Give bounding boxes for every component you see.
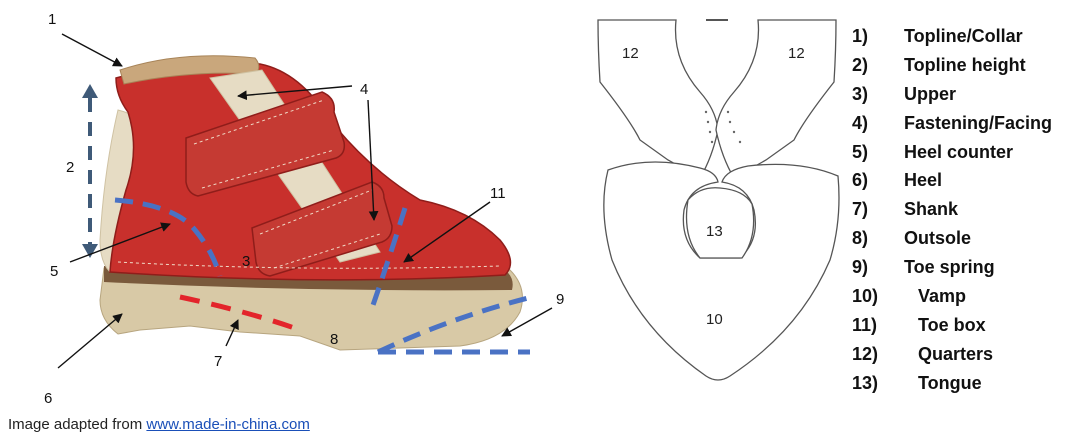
callout-2: 2 — [66, 159, 74, 176]
caption-prefix: Image adapted from — [8, 416, 146, 433]
legend-term: Fastening/Facing — [904, 113, 1052, 134]
legend-number: 5) — [852, 142, 904, 163]
legend-item: 1)Topline/Collar — [852, 22, 1084, 51]
legend-number: 4) — [852, 113, 904, 134]
source-link[interactable]: www.made-in-china.com — [146, 416, 309, 433]
image-credit-caption: Image adapted from www.made-in-china.com — [8, 416, 310, 433]
legend-item: 5)Heel counter — [852, 138, 1084, 167]
label-vamp: 10 — [706, 311, 723, 328]
legend-number: 8) — [852, 228, 904, 249]
legend-item: 3)Upper — [852, 80, 1084, 109]
legend-term: Vamp — [918, 286, 966, 307]
legend-term: Heel — [904, 170, 942, 191]
legend-number: 2) — [852, 55, 904, 76]
legend-number: 3) — [852, 84, 904, 105]
legend-number: 7) — [852, 199, 904, 220]
legend-item: 13)Tongue — [852, 369, 1084, 398]
legend-term: Topline/Collar — [904, 26, 1023, 47]
quarter-right-piece — [716, 20, 836, 178]
legend-item: 8)Outsole — [852, 224, 1084, 253]
legend-item: 6)Heel — [852, 166, 1084, 195]
label-tongue: 13 — [706, 223, 723, 240]
legend-number: 13) — [852, 373, 918, 394]
label-quarters-right: 12 — [788, 45, 805, 62]
legend-number: 6) — [852, 170, 904, 191]
label-quarters-left: 12 — [622, 45, 639, 62]
callout-8: 8 — [330, 331, 338, 348]
callout-6: 6 — [44, 390, 52, 407]
legend-item: 12)Quarters — [852, 340, 1084, 369]
legend-term: Outsole — [904, 228, 971, 249]
shoe-illustration — [82, 56, 530, 352]
legend-number: 1) — [852, 26, 904, 47]
legend-term: Toe box — [918, 315, 986, 336]
legend-term: Toe spring — [904, 257, 995, 278]
callout-5: 5 — [50, 263, 58, 280]
legend-term: Tongue — [918, 373, 982, 394]
legend-number: 11) — [852, 315, 918, 336]
legend-item: 9)Toe spring — [852, 253, 1084, 282]
legend-item: 2)Topline height — [852, 51, 1084, 80]
legend-item: 11)Toe box — [852, 311, 1084, 340]
legend-term: Topline height — [904, 55, 1026, 76]
legend-item: 10)Vamp — [852, 282, 1084, 311]
callout-1: 1 — [48, 11, 56, 28]
quarter-left-piece — [598, 20, 718, 178]
parts-legend: 1)Topline/Collar 2)Topline height 3)Uppe… — [852, 22, 1084, 398]
callout-4: 4 — [360, 81, 368, 98]
legend-term: Quarters — [918, 344, 993, 365]
callout-11: 11 — [490, 185, 506, 202]
legend-item: 7)Shank — [852, 195, 1084, 224]
legend-number: 10) — [852, 286, 918, 307]
topline-height-arrow — [82, 84, 98, 258]
legend-number: 9) — [852, 257, 904, 278]
callout-9: 9 — [556, 291, 564, 308]
legend-term: Upper — [904, 84, 956, 105]
callout-3: 3 — [242, 253, 250, 270]
legend-term: Shank — [904, 199, 958, 220]
legend-term: Heel counter — [904, 142, 1013, 163]
legend-number: 12) — [852, 344, 918, 365]
callout-7: 7 — [214, 353, 222, 370]
legend-item: 4)Fastening/Facing — [852, 109, 1084, 138]
